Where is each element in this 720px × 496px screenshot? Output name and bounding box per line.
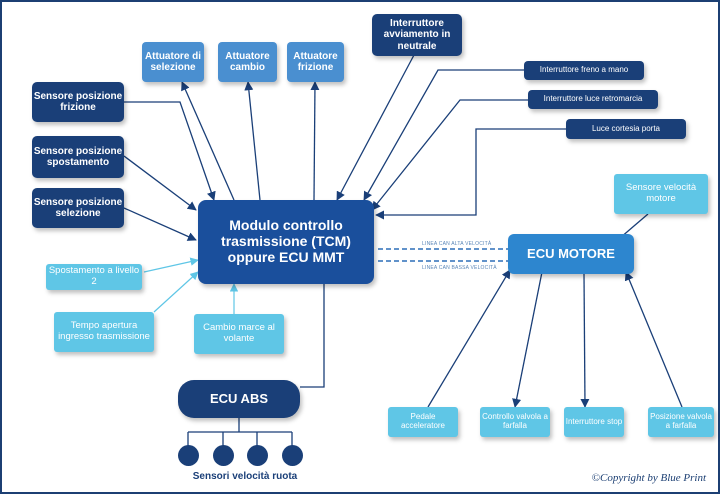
sensore-posizione-selezione: Sensore posizione selezione xyxy=(32,188,124,228)
wire-tempo-apertura xyxy=(153,271,199,313)
wheel-sensor-2 xyxy=(213,445,234,466)
wire-sensore-spostamento xyxy=(123,155,197,211)
wire-tcm-attuatore-frizione xyxy=(310,81,320,201)
ecu-motore: ECU MOTORE xyxy=(508,234,634,274)
wire-tcm-attuatore-cambio xyxy=(244,81,261,201)
posizione-valvola-farfalla: Posizione valvola a farfalla xyxy=(648,407,714,437)
wire-interruttore-neutrale xyxy=(336,54,415,201)
interruttore-avviamento-neutrale: Interruttore avviamento in neutrale xyxy=(372,14,462,56)
cambio-marce-volante: Cambio marce al volante xyxy=(194,314,284,354)
wheel-sensor-4 xyxy=(282,445,303,466)
wire-abs-wheels xyxy=(187,418,293,446)
wire-luce-cortesia xyxy=(375,128,566,220)
spostamento-livello-2: Spostamento a livello 2 xyxy=(46,264,142,290)
wire-interruttore-stop xyxy=(580,273,590,408)
actuator-frizione: Attuatore frizione xyxy=(287,42,344,82)
interruttore-freno-a-mano: Interruttore freno a mano xyxy=(524,61,644,80)
wire-sensore-frizione xyxy=(124,101,216,201)
controllo-valvola-farfalla: Controllo valvola a farfalla xyxy=(480,407,550,437)
wire-luce-retromarcia xyxy=(371,99,528,211)
actuator-cambio: Attuatore cambio xyxy=(218,42,277,82)
wheel-sensor-1 xyxy=(178,445,199,466)
tcm-module: Modulo controllo trasmissione (TCM) oppu… xyxy=(198,200,374,284)
can-high-label: LINEA CAN ALTA VELOCITÀ xyxy=(422,241,492,247)
sensore-posizione-frizione: Sensore posizione frizione xyxy=(32,82,124,122)
wheel-sensors-label: Sensori velocità ruota xyxy=(192,471,298,482)
luce-cortesia-porta: Luce cortesia porta xyxy=(566,119,686,139)
pedale-acceleratore: Pedale acceleratore xyxy=(388,407,458,437)
interruttore-stop: Interruttore stop xyxy=(564,407,624,437)
ecu-abs: ECU ABS xyxy=(178,380,300,418)
can-low-label: LINEA CAN BASSA VELOCITÀ xyxy=(422,265,497,271)
wire-pedale xyxy=(427,269,511,408)
tempo-apertura-ingresso: Tempo apertura ingresso trasmissione xyxy=(54,312,154,352)
wire-freno-a-mano xyxy=(363,69,524,201)
sensore-posizione-spostamento: Sensore posizione spostamento xyxy=(32,136,124,178)
wire-controllo-farfalla xyxy=(512,271,543,408)
copyright-text: ©Copyright by Blue Print xyxy=(591,472,706,484)
wire-posizione-farfalla xyxy=(624,271,683,408)
sensore-velocita-motore: Sensore velocità motore xyxy=(614,174,708,214)
wire-tcm-attuatore-selezione xyxy=(181,81,235,201)
wheel-sensor-3 xyxy=(247,445,268,466)
wire-sensore-selezione xyxy=(123,207,197,241)
actuator-selezione: Attuatore di selezione xyxy=(142,42,204,82)
interruttore-luce-retromarcia: Interruttore luce retromarcia xyxy=(528,90,658,109)
wire-tcm-abs xyxy=(300,284,325,388)
wire-spostamento-livello xyxy=(143,257,199,273)
